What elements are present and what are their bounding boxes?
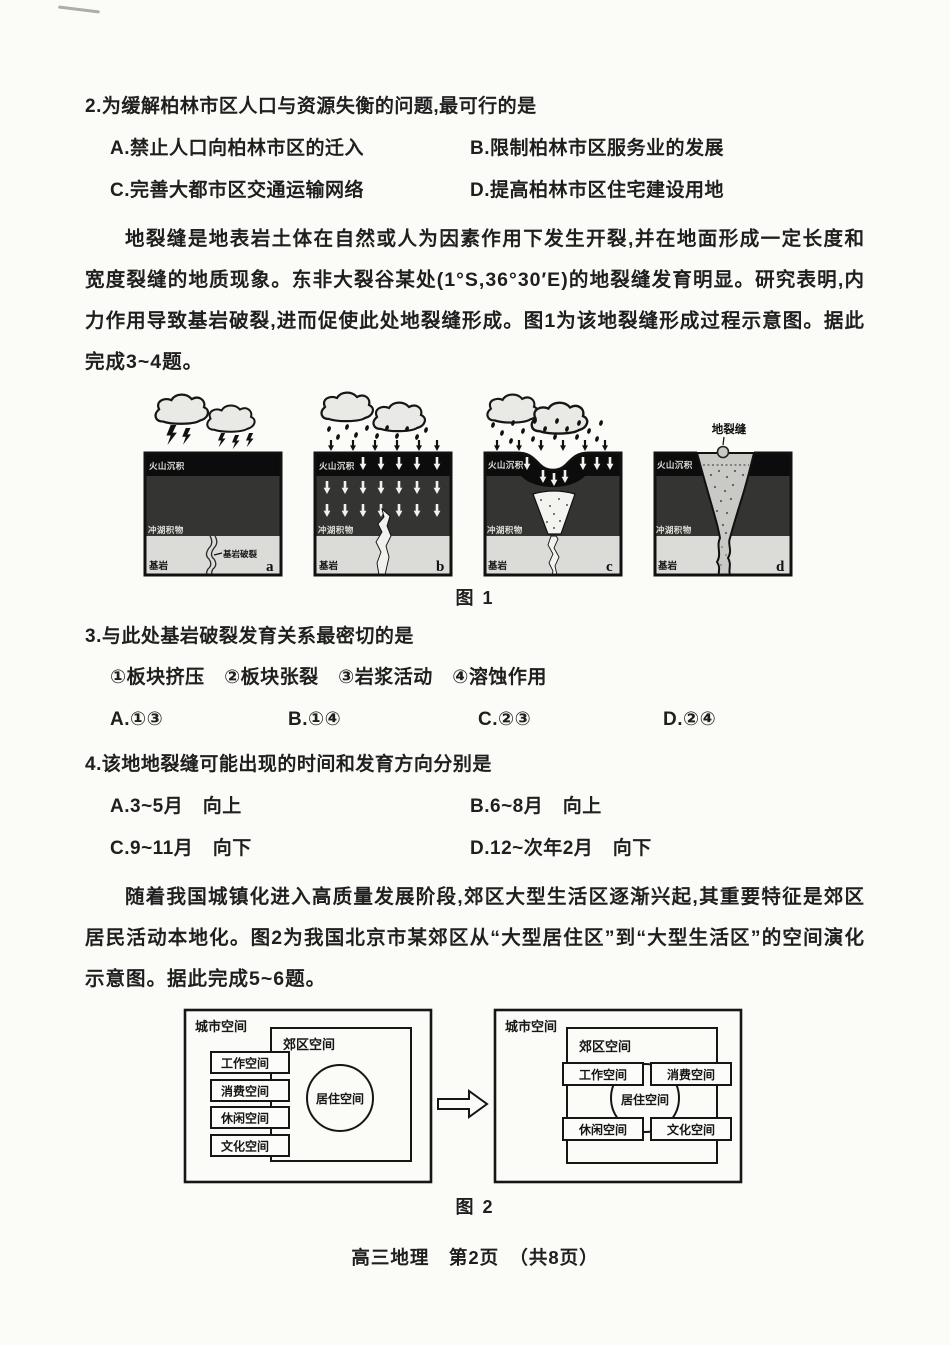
label-city-space: 城市空间 — [505, 1019, 557, 1034]
layer-label-volcanic: 火山沉积 — [319, 461, 355, 471]
label-culture-space: 文化空间 — [221, 1139, 269, 1154]
layer-label-alluvium: 冲湖积物 — [148, 525, 184, 535]
page-footer: 高三地理 第2页 （共8页） — [351, 1247, 599, 1268]
fig2-left-diagram: 城市空间 郊区空间 居住空间 工作空间 消费空间 休闲空间 文化空间 — [183, 1008, 433, 1184]
cloud-icon — [206, 404, 256, 433]
q2-option-d: D.提高柏林市区住宅建设用地 — [470, 180, 725, 201]
cavity-speckles — [540, 498, 568, 529]
erosion-cavity — [532, 490, 576, 535]
label-suburb-space: 郊区空间 — [579, 1039, 631, 1054]
layer-label-volcanic: 火山沉积 — [657, 460, 693, 470]
cloud-icon — [154, 393, 210, 425]
q2-option-c: C.完善大都市区交通运输网络 — [110, 180, 365, 201]
panel-letter: d — [776, 559, 785, 575]
rising-crack — [375, 507, 392, 576]
fig2-right-diagram: 城市空间 郊区空间 工作空间 消费空间 休闲空间 文化空间 居住空间 — [493, 1008, 743, 1184]
cloud-icon — [372, 401, 427, 433]
label-leisure-space: 休闲空间 — [220, 1111, 269, 1126]
label-consume-space: 消费空间 — [667, 1067, 715, 1082]
lightning-icon — [218, 433, 226, 448]
layer-label-volcanic: 火山沉积 — [149, 461, 185, 471]
label-culture-space: 文化空间 — [667, 1122, 715, 1137]
layer-label-alluvium: 冲湖积物 — [656, 525, 692, 535]
fissure-speckles — [709, 469, 745, 566]
label-city-space: 城市空间 — [195, 1019, 247, 1034]
figure-1-caption: 图 1 — [455, 588, 495, 608]
q2-option-b: B.限制柏林市区服务业的发展 — [470, 138, 725, 159]
passage-ground-fissure: 地裂缝是地表岩土体在自然或人为因素作用下发生开裂,并在地面形成一定长度和宽度裂缝… — [85, 228, 865, 373]
fig1-panel-c: 火山沉积 冲湖积物 基岩 c — [483, 393, 623, 577]
layer-label-alluvium: 冲湖积物 — [487, 525, 523, 535]
q2-option-a: A.禁止人口向柏林市区的迁入 — [110, 138, 365, 159]
label-work-space: 工作空间 — [579, 1067, 627, 1082]
panel-letter: a — [266, 559, 274, 575]
cloud-icon — [530, 401, 589, 435]
fig1-panel-b: 火山沉积 冲湖积物 基岩 b — [313, 391, 453, 577]
q4-option-d: D.12~次年2月 向下 — [470, 838, 652, 859]
panel-letter: c — [606, 559, 613, 575]
evolution-arrow-icon — [437, 1089, 489, 1119]
lightning-icon — [246, 433, 254, 448]
lightning-icon — [166, 425, 177, 445]
label-residence-space: 居住空间 — [621, 1092, 669, 1107]
q4-option-a: A.3~5月 向上 — [110, 796, 242, 817]
residence-circle — [610, 1063, 680, 1133]
layer-label-alluvium: 冲湖积物 — [318, 525, 354, 535]
label-suburb-space: 郊区空间 — [283, 1037, 335, 1052]
question-2: 2.为缓解柏林市区人口与资源失衡的问题,最可行的是 A.禁止人口向柏林市区的迁入… — [85, 92, 865, 205]
fig1-panel-a: 火山沉积 冲湖积物 基岩破裂 基岩 a — [143, 393, 283, 577]
infiltration-arrows-surface — [326, 438, 442, 453]
sagging-surface-layer — [485, 453, 621, 487]
q4-option-b: B.6~8月 向上 — [470, 796, 602, 817]
question-4-stem: 4.该地地裂缝可能出现的时间和发育方向分别是 — [85, 754, 492, 775]
q3-option-d: D.②④ — [663, 709, 717, 730]
q4-option-c: C.9~11月 向下 — [110, 838, 252, 859]
question-4: 4.该地地裂缝可能出现的时间和发育方向分别是 A.3~5月 向上 B.6~8月 … — [85, 750, 865, 863]
label-leisure-space: 休闲空间 — [578, 1122, 627, 1137]
bedrock-crack — [210, 535, 218, 576]
figure-2-caption: 图 2 — [455, 1197, 495, 1217]
question-3: 3.与此处基岩破裂发育关系最密切的是 ①板块挤压 ②板块张裂 ③岩浆活动 ④溶蚀… — [85, 622, 865, 734]
figure-2: 城市空间 郊区空间 居住空间 工作空间 消费空间 休闲空间 文化空间 — [183, 1008, 865, 1186]
q3-option-b: B.①④ — [288, 709, 342, 730]
label-consume-space: 消费空间 — [221, 1084, 269, 1099]
residence-circle — [306, 1064, 374, 1132]
figure-1: 火山沉积 冲湖积物 基岩破裂 基岩 a — [143, 387, 865, 577]
label-residence-space: 居住空间 — [316, 1091, 364, 1106]
layer-label-volcanic: 火山沉积 — [488, 460, 524, 470]
lightning-icon — [232, 435, 240, 450]
cloud-icon — [486, 393, 539, 424]
fig1-panel-d: 地裂缝 火山沉积 冲湖积物 基岩 — [653, 422, 793, 577]
layer-label-bedrock: 基岩 — [148, 560, 169, 572]
layer-label-bedrock: 基岩 — [318, 560, 339, 572]
q3-option-c: C.②③ — [478, 709, 532, 730]
q3-numbered-items: ①板块挤压 ②板块张裂 ③岩浆活动 ④溶蚀作用 — [110, 667, 547, 688]
cloud-icon — [320, 391, 375, 423]
layer-label-bedrock: 基岩 — [657, 560, 678, 572]
bedrock-crack — [205, 535, 213, 576]
label-work-space: 工作空间 — [221, 1056, 269, 1071]
label-bedrock-fracture: 基岩破裂 — [222, 549, 258, 559]
space-boxes-left: 工作空间 消费空间 休闲空间 文化空间 — [210, 1051, 290, 1157]
question-2-stem: 2.为缓解柏林市区人口与资源失衡的问题,最可行的是 — [85, 96, 537, 117]
fissure-mouth-blob — [716, 445, 730, 459]
passage-urbanization: 随着我国城镇化进入高质量发展阶段,郊区大型生活区逐渐兴起,其重要特征是郊区居民活… — [85, 886, 865, 990]
space-boxes-right: 工作空间 消费空间 休闲空间 文化空间 — [562, 1062, 732, 1141]
question-3-stem: 3.与此处基岩破裂发育关系最密切的是 — [85, 626, 414, 647]
q3-option-a: A.①③ — [110, 709, 164, 730]
panel-letter: b — [436, 559, 444, 575]
label-ground-fissure: 地裂缝 — [712, 422, 747, 436]
lightning-icon — [182, 428, 191, 445]
layer-label-bedrock: 基岩 — [487, 560, 508, 572]
